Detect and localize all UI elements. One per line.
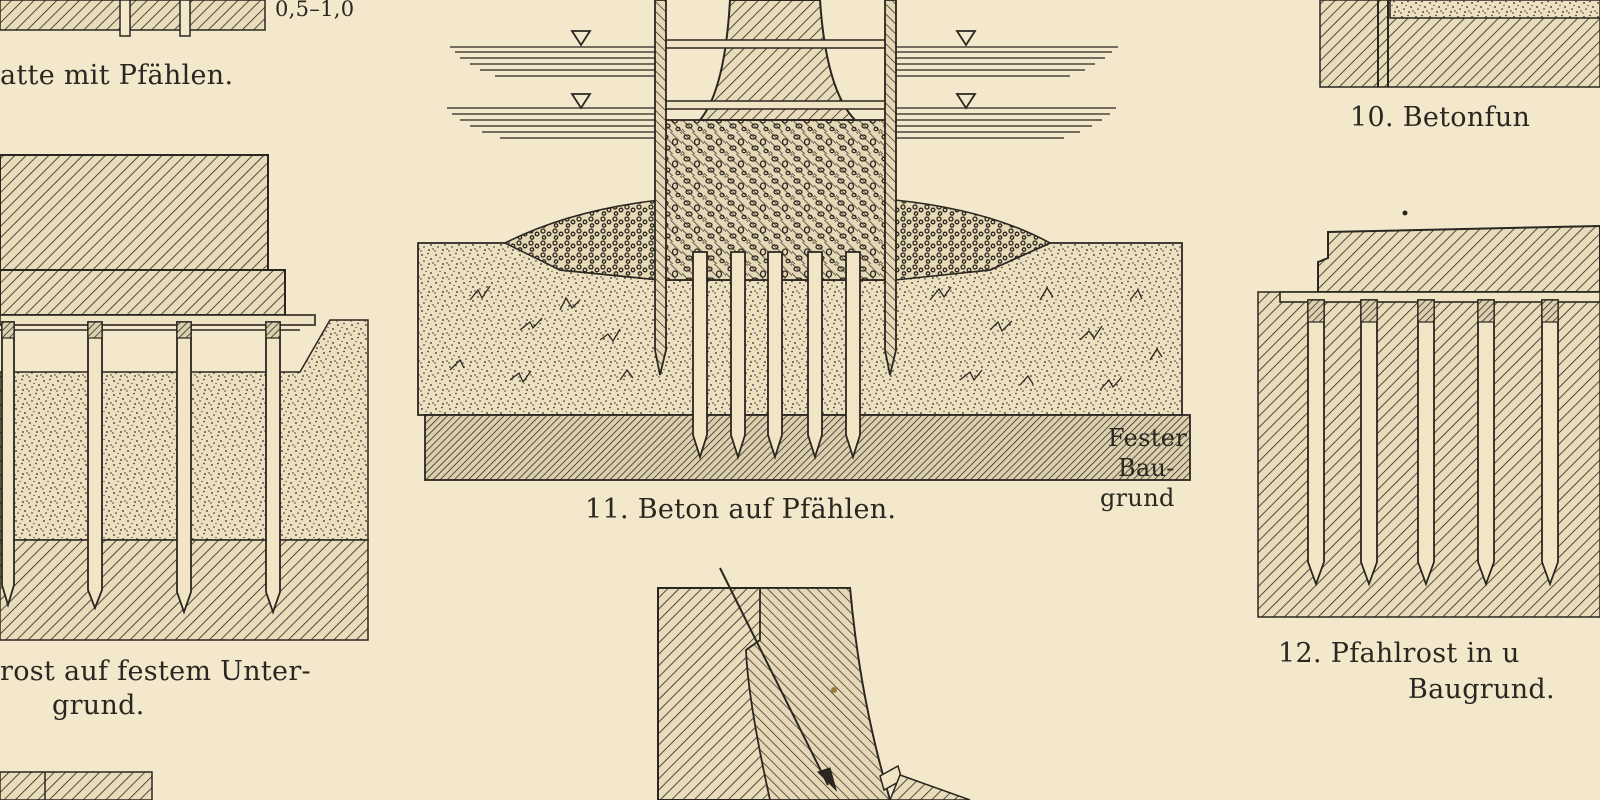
fig-bottom-left-drawing <box>0 771 153 800</box>
fig-left-caption-line2: grund. <box>52 690 145 721</box>
fig-11-soil-label-line2: Bau- <box>1118 454 1175 482</box>
fig-bottom-center-drawing <box>657 567 971 800</box>
fig-12-caption-line1: 12. Pfahlrost in u <box>1278 638 1520 669</box>
fig-12-caption-line2: Baugrund. <box>1408 674 1555 705</box>
fig-11-soil-label-line1: Fester <box>1108 424 1187 452</box>
fig-top-left-dimension: 0,5–1,0 <box>275 0 355 21</box>
fig-top-left-drawing <box>0 0 266 37</box>
fig-10-caption: 10. Betonfun <box>1350 102 1531 133</box>
fig-11-soil-label-line3: grund <box>1100 484 1175 512</box>
fig-10-drawing <box>1319 0 1600 88</box>
fig-11-caption: 11. Beton auf Pfählen. <box>585 494 897 525</box>
fig-top-left-caption: atte mit Pfählen. <box>0 60 234 91</box>
fig-11-drawing <box>417 0 1191 481</box>
fig-left-caption-line1: rost auf festem Unter- <box>0 656 311 687</box>
fig-left-drawing <box>0 154 369 641</box>
fig-12-drawing <box>1257 210 1600 618</box>
